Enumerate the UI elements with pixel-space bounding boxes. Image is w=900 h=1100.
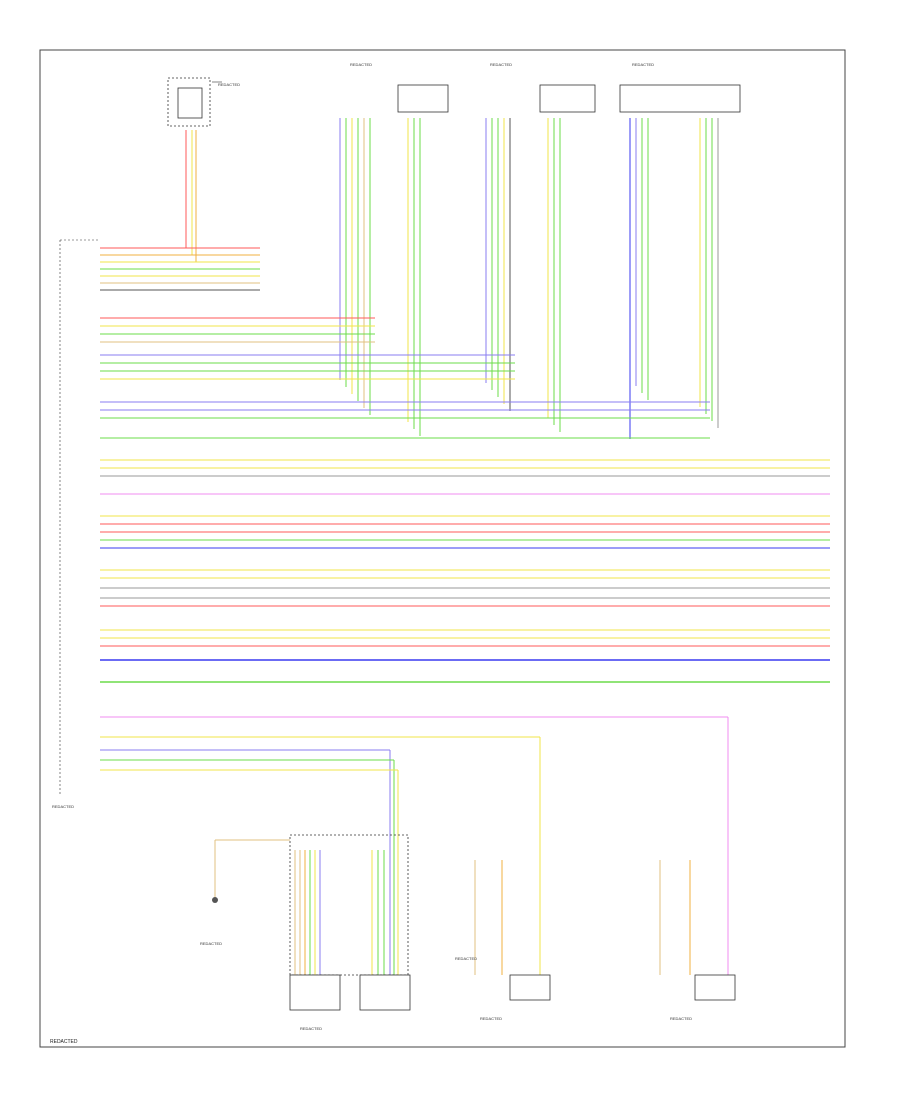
fuse-box: REDACTED [167, 77, 240, 127]
diagram-frame [39, 49, 846, 1048]
right-pretensioner-label: REDACTED [670, 1016, 692, 1021]
footer-code: REDACTED [50, 1039, 78, 1045]
right-pretensioner: REDACTED [670, 974, 736, 1021]
left-front-door-module: REDACTED [289, 834, 411, 1031]
right-front-door-label: REDACTED [350, 62, 372, 67]
left-pretensioner: REDACTED [480, 974, 551, 1021]
horizontal-wires [100, 247, 830, 841]
dashboard-module-label: REDACTED [52, 804, 74, 809]
seatbelt-switch-driver: REDACTED [200, 897, 222, 946]
left-rear-door-label: REDACTED [490, 62, 512, 67]
left-pretensioner-label: REDACTED [480, 1016, 502, 1021]
vertical-wires [185, 118, 729, 975]
seatbelt-passenger-label: REDACTED [455, 956, 477, 961]
right-rear-door-module: REDACTED [619, 62, 741, 113]
seatbelt-driver-label: REDACTED [200, 941, 222, 946]
seatbelt-switch-passenger: REDACTED [455, 956, 477, 961]
left-rear-door-module: REDACTED [490, 62, 596, 113]
right-front-door-module: REDACTED [350, 62, 449, 113]
left-front-door-label: REDACTED [300, 1026, 322, 1031]
right-rear-door-label: REDACTED [632, 62, 654, 67]
fuse-box-label: REDACTED [218, 82, 240, 87]
